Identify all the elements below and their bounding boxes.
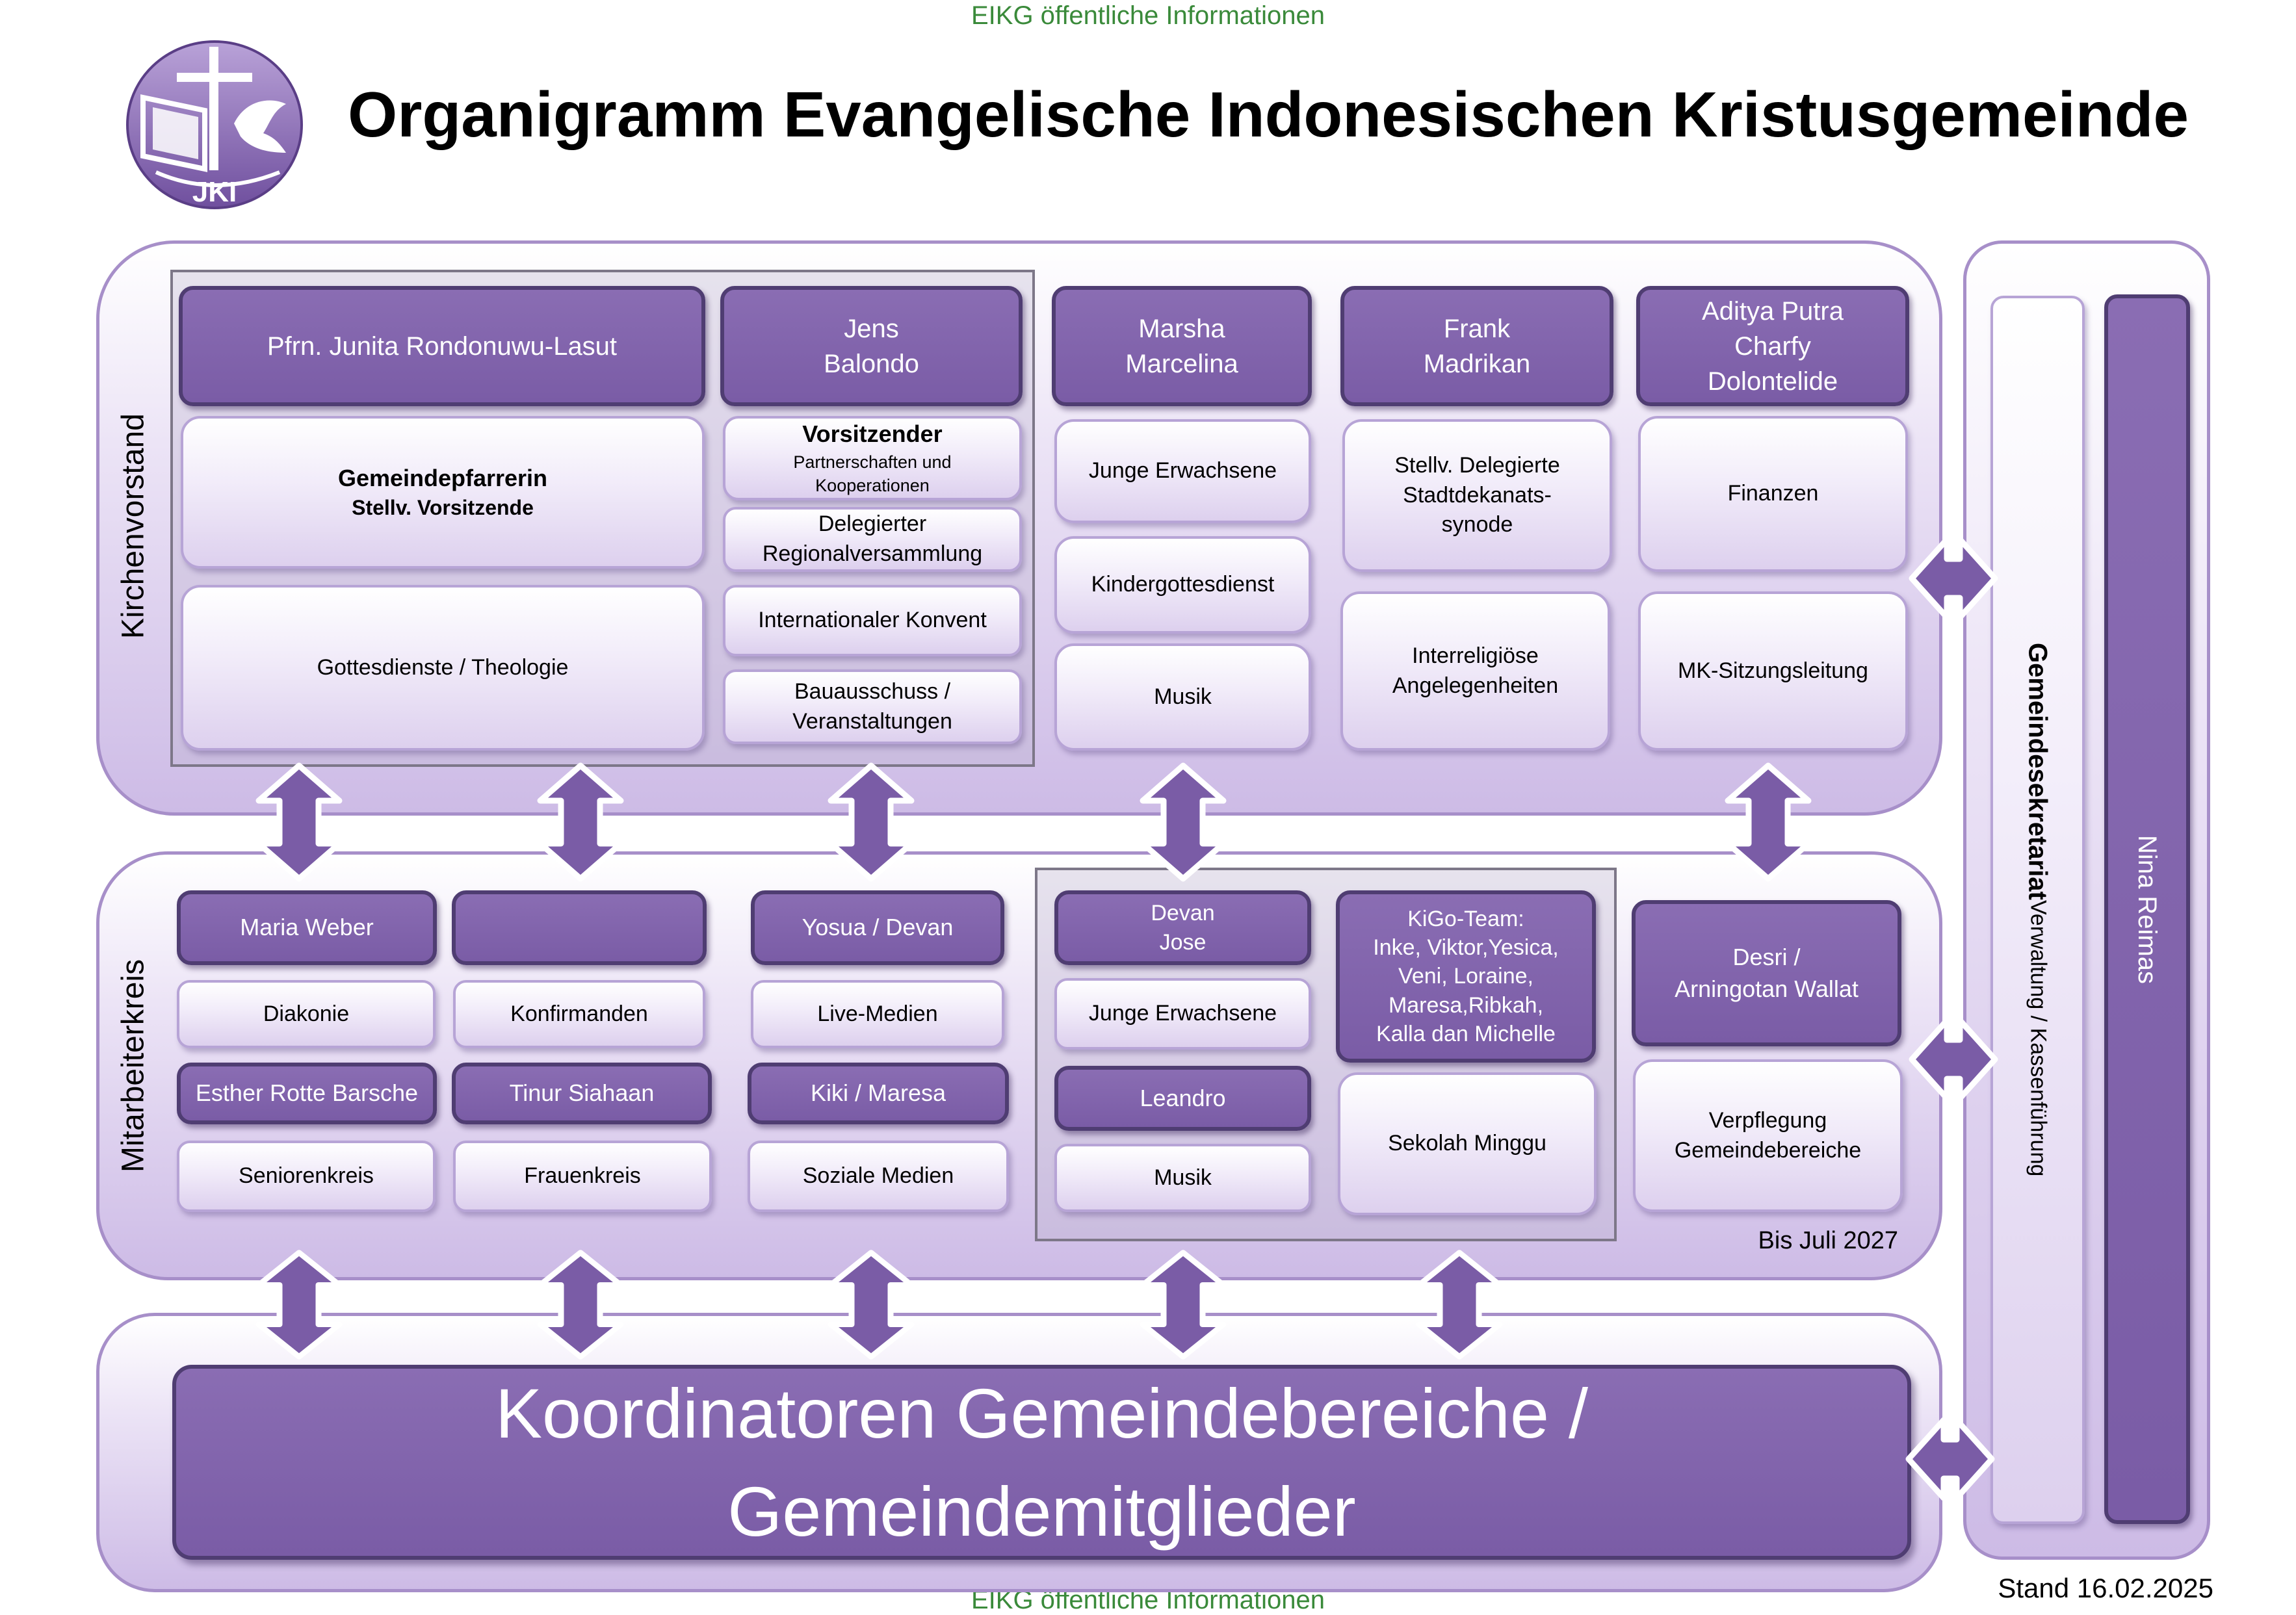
mitarbeiter-person-weber: Maria Weber [177,890,437,965]
mitarbeiter-area-sekolah-minggu: Sekolah Minggu [1338,1072,1597,1215]
mitarbeiter-person-kiki-maresa: Kiki / Maresa [748,1063,1009,1124]
mitarbeiter-person-barsche: Esther Rotte Barsche [177,1063,437,1124]
logo-text: JKI [192,176,237,208]
connector-arrow-horizontal-icon [1909,536,1998,621]
page-title: Organigramm Evangelische Indonesischen K… [348,79,2189,150]
mitarbeiter-area-junge-erwachsene: Junge Erwachsene [1054,978,1311,1050]
mitarbeiter-kigo-team: KiGo-Team: Inke, Viktor,Yesica, Veni, Lo… [1336,890,1596,1063]
mitarbeiter-area-musik: Musik [1054,1144,1311,1212]
connector-arrow-horizontal-icon [1909,1017,1998,1102]
vorstand-area-bauausschuss: Bauausschuss /Veranstaltungen [723,669,1022,744]
koordinatoren-box: Koordinatoren Gemeindebereiche /Gemeinde… [172,1365,1911,1560]
vorstand-area-mk-sitzungsleitung: MK-Sitzungsleitung [1638,591,1908,751]
vorstand-area-gottesdienste: Gottesdienste / Theologie [181,585,705,751]
vorstand-role-vorsitzender: Vorsitzender Partnerschaften und Koopera… [723,416,1022,500]
mitarbeiter-person-siahaan: Tinur Siahaan [452,1063,712,1124]
mitarbeiterkreis-label: Mitarbeiterkreis [116,959,151,1173]
vorstand-area-junge-erwachsene: Junge Erwachsene [1054,419,1311,523]
connector-arrow-icon [1140,1250,1227,1360]
connector-arrow-icon [255,762,343,882]
vorstand-name-rondonuwu: Pfrn. Junita Rondonuwu-Lasut [179,286,705,406]
kirchenvorstand-label: Kirchenvorstand [116,413,151,640]
connector-arrow-icon [255,1250,343,1360]
mitarbeiter-area-diakonie: Diakonie [177,980,436,1048]
sekretariat-box: Gemeindesekretariat Verwaltung / Kassenf… [1990,296,2085,1524]
classification-top: EIKG öffentliche Informationen [971,1,1325,30]
stand-date: Stand 16.02.2025 [1998,1573,2213,1603]
mitarbeiter-person-leandro: Leandro [1054,1066,1311,1131]
mitarbeiter-area-frauenkreis: Frauenkreis [453,1141,712,1212]
connector-arrow-icon [828,762,915,882]
mitarbeiter-person-konfirmanden-empty [452,890,707,965]
connector-arrow-horizontal-icon [1905,1417,1995,1501]
connector-arrow-icon [828,1250,915,1360]
sekretariat-person-box: Nina Reimas [2104,294,2190,1524]
connector-arrow-icon [1416,1250,1503,1360]
vorstand-area-musik: Musik [1054,643,1311,751]
vorstand-area-kindergottesdienst: Kindergottesdienst [1054,536,1311,634]
church-logo: JKI [124,39,306,211]
vorstand-role-gemeindepfarrerin: Gemeindepfarrerin Stellv. Vorsitzende [181,416,705,569]
vorstand-area-finanzen: Finanzen [1638,416,1908,572]
connector-arrow-icon [537,1250,624,1360]
mitarbeiter-area-live-medien: Live-Medien [751,980,1004,1048]
mitarbeiter-area-konfirmanden: Konfirmanden [453,980,705,1048]
vorstand-area-konvent: Internationaler Konvent [723,585,1022,656]
mitarbeiter-term-note: Bis Juli 2027 [1758,1227,1898,1254]
mitarbeiter-person-desri-wallat: Desri /Arningotan Wallat [1632,900,1901,1046]
mitarbeiter-area-seniorenkreis: Seniorenkreis [177,1141,436,1212]
mitarbeiter-person-yosua-devan: Yosua / Devan [751,890,1004,965]
connector-arrow-icon [1140,762,1227,882]
mitarbeiter-area-soziale-medien: Soziale Medien [748,1141,1009,1212]
connector-arrow-icon [1725,762,1812,882]
connector-arrow-icon [537,762,624,882]
